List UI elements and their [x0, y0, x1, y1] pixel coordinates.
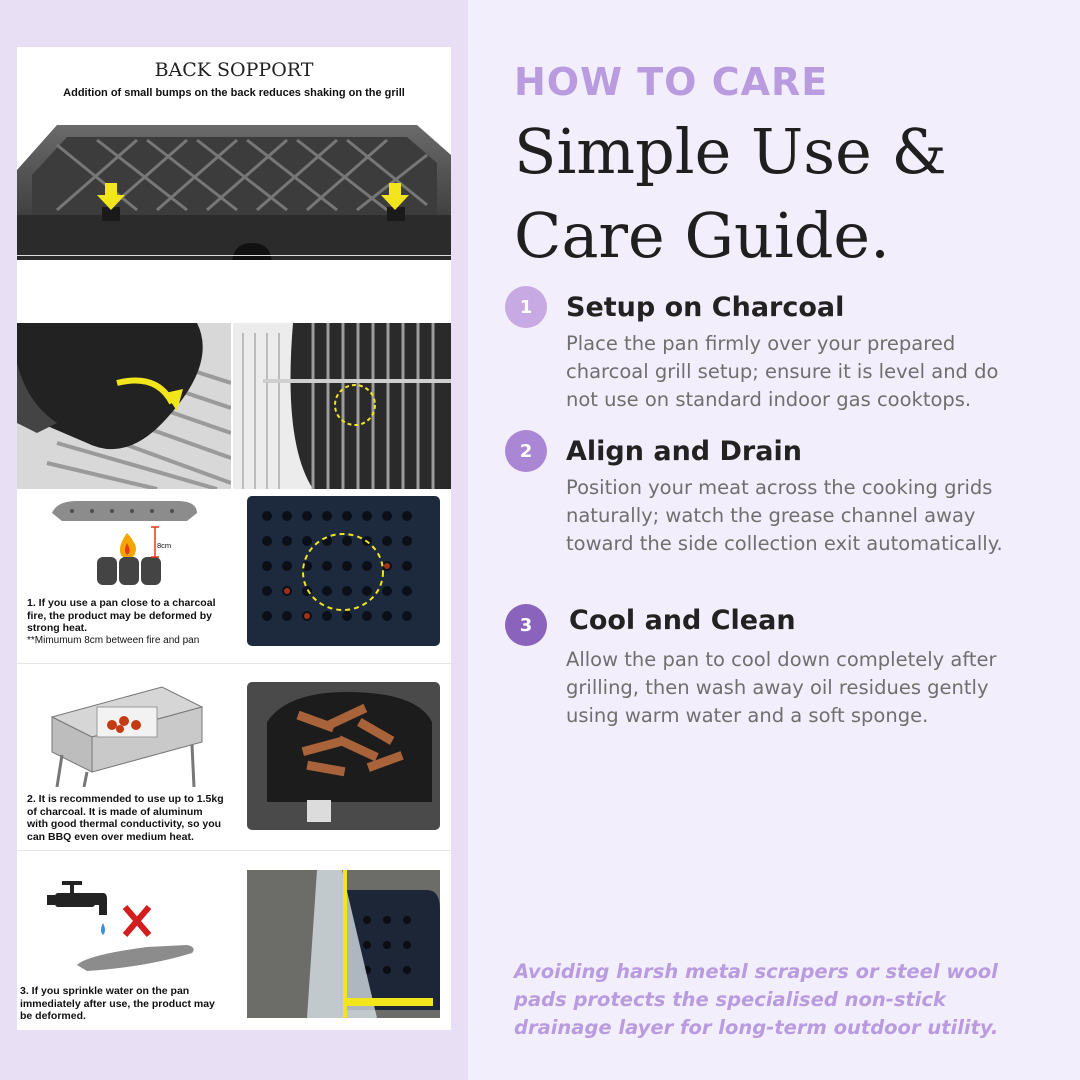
step-title: Setup on Charcoal — [566, 292, 845, 323]
care-footnote: Avoiding harsh metal scrapers or steel w… — [514, 960, 999, 1039]
step-description: Allow the pan to cool down completely af… — [566, 648, 997, 727]
fire-caption-note: **Mimumum 8cm between fire and pan — [27, 634, 200, 646]
arrow-down-icon — [381, 183, 409, 210]
step-description: Place the pan firmly over your prepared … — [566, 332, 999, 411]
pan-on-grill-photo — [17, 323, 231, 489]
charcoal-caption-line: 2. It is recommended to use up to 1.5kg — [27, 793, 224, 805]
charcoal-caption: 2. It is recommended to use up to 1.5kg … — [27, 793, 237, 843]
fire-caption-line: strong heat. — [27, 622, 88, 634]
faucet-icon — [47, 881, 107, 915]
page-title: Simple Use & Care Guide. — [514, 115, 947, 272]
divider — [17, 850, 451, 851]
charcoal-caption-line: with good thermal conductivity, so you — [27, 818, 222, 830]
fire-caption: 1. If you use a pan close to a charcoal … — [27, 597, 237, 647]
back-support-title: BACK SOPPORT — [154, 59, 314, 81]
distance-label: 8cm — [157, 541, 172, 550]
step-title: Align and Drain — [566, 436, 802, 467]
fire-caption-line: fire, the product may be deformed by — [27, 609, 212, 622]
step-number-badge: 3 — [505, 604, 547, 646]
water-warning-illustration — [47, 881, 194, 971]
eyebrow-heading: HOW TO CARE — [514, 60, 829, 104]
grilling-meat-photo — [247, 682, 440, 830]
water-drop-icon — [101, 923, 105, 935]
step-number-badge: 1 — [505, 286, 547, 328]
charcoal-caption-line: can BBQ even over medium heat. — [27, 830, 194, 843]
grill-grate-photo — [233, 323, 451, 489]
charcoal-caption-line: of charcoal. It is made of aluminum — [27, 805, 203, 818]
step-number-badge: 2 — [505, 430, 547, 472]
arrow-down-icon — [97, 183, 125, 210]
fire-caption-line: 1. If you use a pan close to a charcoal — [27, 597, 216, 609]
right-panel — [468, 0, 1080, 1080]
water-caption-line: immediately after use, the product may — [20, 997, 215, 1010]
water-spray-photo — [247, 870, 440, 1018]
back-support-subtitle: Addition of small bumps on the back redu… — [63, 87, 405, 99]
divider — [17, 255, 451, 256]
water-caption: 3. If you sprinkle water on the pan imme… — [20, 985, 250, 1023]
infographic-sheet: BACK SOPPORT Addition of small bumps on … — [17, 47, 451, 1030]
pan-back-illustration — [17, 125, 451, 260]
left-panel: BACK SOPPORT Addition of small bumps on … — [0, 0, 468, 1080]
cross-icon — [122, 905, 152, 937]
pan-over-fire-illustration — [52, 501, 197, 585]
water-caption-line: be deformed. — [20, 1010, 86, 1022]
pan-surface-photo — [247, 496, 440, 646]
charcoal-grill-illustration — [50, 686, 204, 787]
step-title: Cool and Clean — [569, 605, 796, 636]
divider — [17, 663, 451, 664]
step-description: Position your meat across the cooking gr… — [566, 476, 1003, 555]
water-caption-line: 3. If you sprinkle water on the pan — [20, 985, 190, 997]
